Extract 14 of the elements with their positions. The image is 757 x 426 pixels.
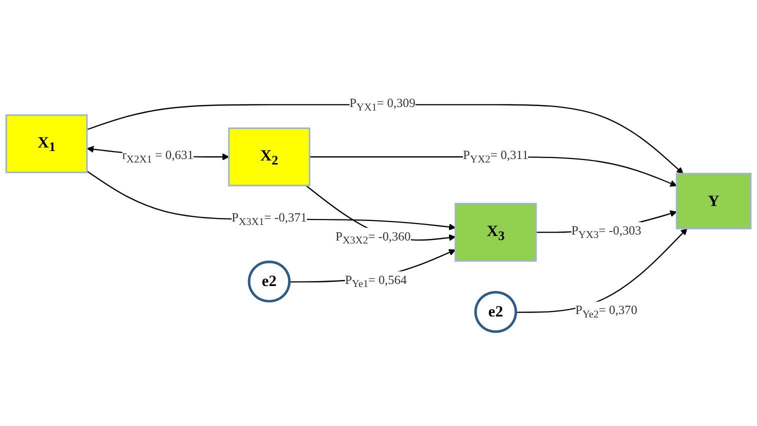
node-box: X$_{1}$: [6, 114, 88, 174]
edge-label: P$_{YX1}$= 0,309: [350, 96, 416, 113]
edge-label: r$_{X2X1}$ = 0,631: [122, 148, 194, 165]
edge-label: P$_{Ye2}$= 0,370: [575, 304, 638, 320]
arrow: [86, 170, 456, 230]
edge-label: P$_{X3X2}$= -0,360: [336, 230, 411, 246]
node-box: Y: [676, 172, 752, 230]
node-box: X$_{2}$: [228, 127, 310, 186]
edge-label: P$_{YX3}$= -0,303: [571, 224, 642, 240]
arrow: [516, 228, 688, 313]
edge-label: P$_{X3X1}$= -0,371: [232, 211, 307, 228]
node-box: X$_{3}$: [454, 202, 537, 262]
edge-label: P$_{Ye1}$= 0,564: [344, 274, 407, 290]
edge-label: P$_{YX2}$= 0,311: [463, 148, 528, 165]
